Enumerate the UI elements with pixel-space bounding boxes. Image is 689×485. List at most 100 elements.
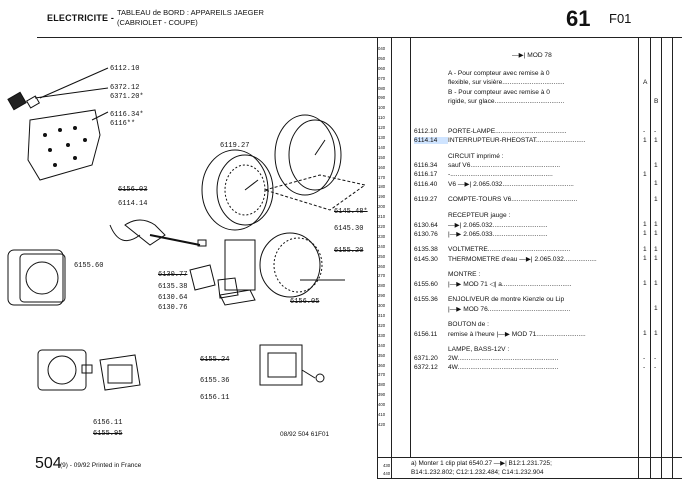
page-number: 61 (566, 6, 591, 31)
part-reference: 6130.76 (414, 231, 438, 238)
line-number: 410 (378, 411, 386, 417)
parts-row: 6155.60|—▶ MOD 71 ◁| a..................… (414, 280, 572, 288)
line-number: 330 (378, 332, 386, 338)
quantity-b: 1 (654, 196, 658, 203)
parts-row: 6112.10 PORTE-LAMPE......................… (414, 128, 567, 135)
part-description: THERMOMETRE d'eau —▶| 2.065.032.........… (448, 256, 597, 263)
line-number: 400 (378, 402, 386, 408)
tachometer-icon (201, 149, 274, 231)
quantity-b: 1 (654, 246, 658, 253)
part-description: rigide, sur glace.......................… (448, 98, 565, 105)
line-number: 160 (378, 164, 386, 170)
part-reference: 6135.38 (414, 246, 438, 253)
line-number: 390 (378, 392, 386, 398)
column-rule (661, 38, 662, 478)
clock-housing-icon (259, 344, 316, 386)
clock-icon (7, 249, 66, 306)
gauge-receiver-icon (224, 232, 345, 298)
line-number: 110 (378, 115, 385, 121)
line-number: 320 (378, 322, 386, 328)
footer-print-info: (9) - 09/92 Printed in France (60, 462, 142, 469)
diagram-callout: 6145.30 (334, 225, 364, 233)
parts-row: 6135.38 VOLTMETRE........................… (414, 246, 570, 253)
quantity-b: 1 (654, 137, 658, 144)
line-number: 090 (378, 95, 386, 101)
line-number: 060 (378, 65, 386, 71)
line-number: 290 (378, 293, 386, 299)
line-number: 340 (378, 342, 386, 348)
parts-row: MONTRE : (414, 271, 480, 278)
document-subtitle: (CABRIOLET - COUPE) (117, 18, 198, 27)
footnote: a) Monter 1 clip plat 6540.27 —▶| B12:1.… (411, 459, 552, 477)
part-description: LAMPE, BASS-12V : (448, 346, 510, 353)
part-reference: 6372.12 (414, 364, 438, 371)
quantity-b: 1 (654, 221, 658, 228)
parts-row: A - Pour compteur avec remise à 0 (414, 70, 550, 77)
part-description: COMPTE-TOURS V6.........................… (448, 196, 578, 203)
part-description: -.......................................… (448, 171, 553, 178)
part-description: VOLTMETRE...............................… (448, 246, 571, 253)
line-number: 190 (378, 194, 386, 200)
parts-row: 6130.76 |—▶ 2.065.033....................… (414, 230, 548, 238)
diagram-callout: 6155.24 (200, 356, 230, 364)
column-rule (391, 38, 392, 478)
parts-row: flexible, sur visière...................… (414, 79, 565, 86)
part-reference: 6116.40 (414, 181, 438, 188)
column-rule (638, 38, 639, 478)
line-number: 040 (378, 46, 386, 51)
quantity-a: - (643, 128, 646, 135)
column-rule (672, 38, 673, 478)
quantity-b: - (654, 128, 657, 135)
quantity-a: A (643, 79, 648, 86)
diagram-callout: 6371.20* (110, 93, 144, 101)
diagram-callout: 6155.60 (74, 262, 104, 270)
part-description: CIRCUIT imprimé : (448, 153, 504, 160)
line-number: 310 (378, 313, 386, 319)
line-number: 430 (383, 463, 391, 468)
line-number: 120 (378, 125, 386, 131)
line-number: 050 (378, 55, 386, 61)
drawing-code: 08/92 504 61F01 (280, 431, 330, 438)
lamp-holder-icon (7, 91, 41, 111)
quantity-b: 1 (654, 255, 658, 262)
part-reference: 6155.36 (414, 296, 438, 303)
diagram-callout: 6155.95 (93, 430, 123, 438)
part-description: flexible, sur visière...................… (448, 79, 565, 86)
parts-diagram (7, 67, 367, 391)
part-description: B - Pour compteur avec remise à 0 (448, 89, 550, 96)
quantity-a: 1 (643, 230, 647, 237)
quantity-b: - (654, 364, 657, 371)
part-description: PORTE-LAMPE.............................… (448, 128, 567, 135)
line-number: 240 (378, 243, 386, 249)
quantity-a: 1 (643, 246, 647, 253)
part-description: BOUTON de : (448, 321, 489, 328)
parts-row: CIRCUIT imprimé : (414, 153, 504, 160)
part-reference: 6116.34 (414, 162, 438, 169)
diagram-callout: 6114.14 (118, 200, 148, 208)
parts-row: |—▶ MOD 76..............................… (414, 305, 570, 313)
line-number: 200 (378, 204, 386, 210)
part-reference: 6130.64 (414, 222, 438, 229)
header-rule (37, 37, 682, 38)
line-number: 220 (378, 224, 386, 230)
part-description: |—▶ 2.065.033...........................… (448, 231, 548, 238)
line-number: 210 (378, 214, 386, 220)
part-reference: 6145.30 (414, 256, 438, 263)
line-number: 270 (378, 273, 386, 279)
part-description: RECEPTEUR jauge : (448, 212, 511, 219)
line-number: 280 (378, 283, 386, 289)
diagram-callout: 6130.64 (158, 294, 188, 302)
line-number: 260 (378, 263, 386, 269)
diagram-callout: 6119.27 (220, 142, 250, 150)
part-reference: 6112.10 (414, 128, 438, 135)
quantity-a: - (643, 364, 646, 371)
quantity-a: 1 (643, 255, 647, 262)
parts-row: rigide, sur glace.......................… (414, 98, 564, 105)
line-number: 130 (378, 135, 386, 141)
